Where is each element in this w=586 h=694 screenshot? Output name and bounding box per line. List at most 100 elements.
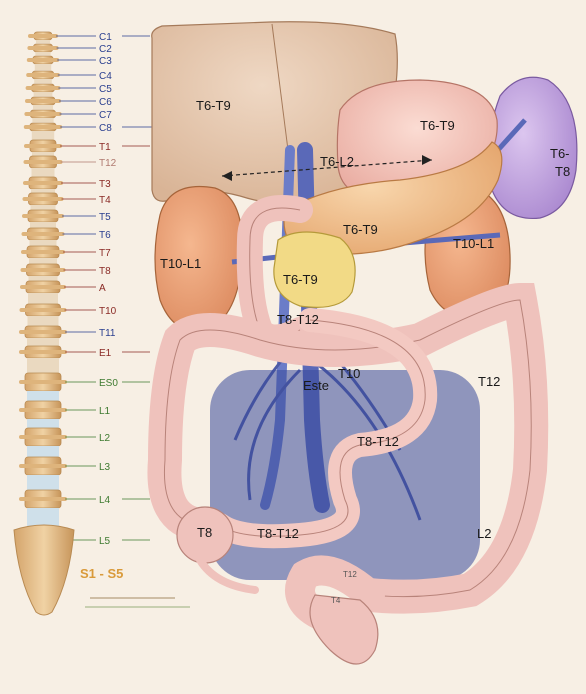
spine-level-label: T5 — [99, 212, 111, 223]
intervertebral-disc — [27, 358, 59, 377]
vertebra-process — [19, 380, 67, 384]
spine-level-label: T11 — [99, 328, 116, 339]
pancreas-arrow-label: T6-L2 — [320, 154, 354, 169]
intervertebral-disc — [32, 118, 54, 122]
arrow-head-left — [222, 171, 232, 181]
vertebra-process — [26, 73, 60, 77]
spine-level-label: C8 — [99, 123, 112, 134]
spine-level-label: C3 — [99, 56, 112, 67]
kidney-left — [154, 185, 243, 332]
pancreas-span-arrow — [221, 159, 433, 177]
vertebra-process — [24, 112, 62, 116]
appendix — [196, 556, 259, 594]
vertebra-process — [19, 497, 67, 501]
intervertebral-disc — [33, 105, 53, 109]
gallbladder — [273, 231, 356, 308]
spine-level-label: C7 — [99, 110, 112, 121]
colon-outline — [163, 299, 532, 598]
vertebra-process — [19, 408, 67, 412]
vertebra-process — [27, 46, 59, 50]
intervertebral-disc — [27, 446, 59, 457]
vertebra-process — [21, 232, 65, 236]
sacral-label: S1 - S5 — [80, 566, 123, 581]
vertebra-process — [25, 86, 61, 90]
vertebra-process — [20, 268, 66, 272]
spine-level-label: T4 — [99, 195, 111, 206]
vertebra-process — [19, 350, 67, 354]
spleen-label-top: T6- — [550, 146, 570, 161]
intervertebral-disc — [27, 419, 59, 428]
spine-level-label: T6 — [99, 230, 111, 241]
intervertebral-disc — [30, 205, 56, 211]
spine-level-label: ES0 — [99, 378, 118, 389]
vertebra-process — [22, 214, 64, 218]
spine-level-label: C5 — [99, 84, 112, 95]
spine-level-label: A — [99, 283, 106, 294]
spine-level-label: E1 — [99, 348, 112, 359]
spine-level-label: C4 — [99, 71, 112, 82]
sigmoid-colon — [285, 555, 385, 630]
spine-level-label: T10 — [99, 306, 117, 317]
intervertebral-disc — [28, 293, 58, 305]
arrow-head-right — [422, 155, 432, 165]
sigmoid-upper-label: T12 — [343, 570, 357, 579]
vertebra-process — [23, 181, 63, 185]
gallbladder-label: T6-T9 — [283, 272, 318, 287]
intervertebral-disc — [27, 316, 59, 327]
spine-level-label: T12 — [99, 158, 117, 169]
small-intestine-outline — [219, 319, 426, 537]
vertebra-process — [28, 34, 58, 38]
spine-level-label: T1 — [99, 142, 111, 153]
duodenum-label: T8-T12 — [277, 312, 319, 327]
vertebra-process — [25, 99, 61, 103]
kidney-right-label: T10-L1 — [453, 236, 494, 251]
intervertebral-disc — [31, 189, 55, 194]
liver-label: T6-T9 — [196, 98, 231, 113]
spine-level-label: T7 — [99, 248, 111, 259]
vertebra-process — [26, 58, 60, 62]
spine-level-label: C6 — [99, 97, 112, 108]
spine-level-label: C1 — [99, 32, 112, 43]
vertebra-process — [23, 160, 63, 164]
intervertebral-disc — [28, 276, 58, 282]
spinal-column — [19, 31, 67, 550]
transverse-colon-sublabel: Este — [303, 378, 329, 393]
vertebra-process — [22, 197, 64, 201]
transverse-colon-label: T10 — [338, 366, 360, 381]
intervertebral-disc — [27, 391, 59, 401]
vertebra-process — [19, 435, 67, 439]
intervertebral-disc — [29, 258, 57, 265]
vertebra-process — [19, 330, 67, 334]
intervertebral-disc — [27, 338, 59, 347]
intervertebral-disc — [30, 222, 56, 229]
intervertebral-disc — [31, 168, 55, 178]
intervertebral-disc — [34, 79, 52, 83]
cecum-label: T8 — [197, 525, 212, 540]
intervertebral-disc — [34, 64, 52, 70]
spinal-level-labels: C1C2C3C4C5C6C7C8T1T12T3T4T5T6T7T8AT10T11… — [56, 32, 400, 547]
sacrum — [13, 524, 75, 616]
kidney-left-label: T10-L1 — [160, 256, 201, 271]
spine-level-label: L1 — [99, 406, 111, 417]
spine-level-label: L4 — [99, 495, 111, 506]
intervertebral-disc — [31, 131, 55, 141]
spine-level-label: L5 — [99, 536, 111, 547]
vertebra-process — [19, 308, 67, 312]
vertebra-process — [19, 464, 67, 468]
spine-level-label: L3 — [99, 462, 111, 473]
intervertebral-disc — [27, 475, 59, 490]
small-intestine-label: T8-T12 — [357, 434, 399, 449]
spleen-label-bottom: T8 — [555, 164, 570, 179]
vertebra-process — [24, 144, 62, 148]
intervertebral-disc — [32, 152, 54, 157]
rectum-label: T4 — [331, 596, 341, 605]
vertebra-process — [20, 285, 66, 289]
stomach-label: T6-T9 — [420, 118, 455, 133]
spine-level-label: T8 — [99, 266, 111, 277]
descending-colon-label: T12 — [478, 374, 500, 389]
liver-fissure — [271, 23, 289, 151]
spine-level-label: L2 — [99, 433, 111, 444]
spine-level-label: T3 — [99, 179, 111, 190]
vertebra-process — [23, 125, 63, 129]
